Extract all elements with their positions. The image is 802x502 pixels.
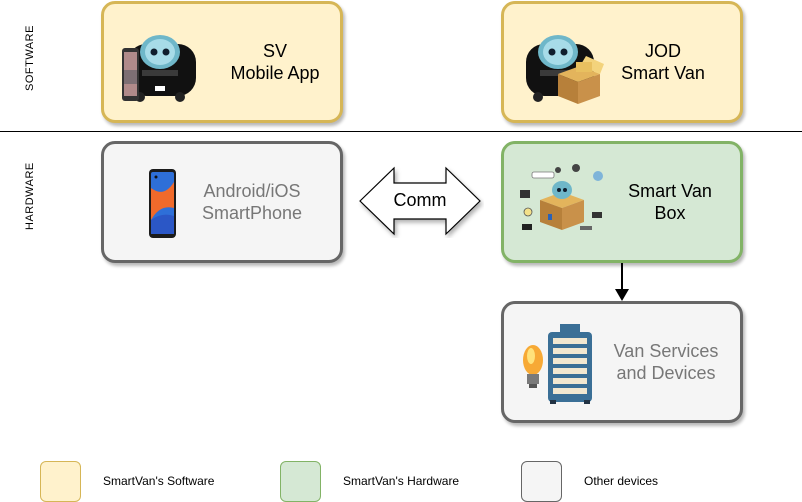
section-divider	[0, 131, 802, 132]
sv-mobile-app-line2: Mobile App	[230, 63, 320, 83]
down-arrow-icon	[614, 263, 630, 303]
smart-van-box-line1: Smart Van	[628, 181, 712, 201]
sv-mobile-app-line1: SV	[262, 41, 287, 61]
legend-other-swatch	[521, 461, 562, 502]
legend-other-label: Other devices	[584, 474, 659, 488]
jod-smart-van-line1: JOD	[645, 41, 681, 61]
smartphone-line2: SmartPhone	[201, 203, 303, 223]
smart-van-box-line2: Box	[654, 203, 686, 223]
smartphone-icon	[148, 168, 178, 240]
legend-hardware-swatch	[280, 461, 321, 502]
van-services-line1: Van Services	[613, 341, 719, 361]
van-robot-phone-icon	[120, 26, 200, 106]
jod-smart-van-node[interactable]: JOD Smart Van	[501, 1, 743, 123]
smart-van-box-node[interactable]: Smart Van Box	[501, 141, 743, 263]
comm-label: Comm	[393, 190, 447, 210]
iot-box-icon	[518, 164, 608, 238]
comm-connector[interactable]: Comm	[358, 166, 484, 238]
software-section-label: SOFTWARE	[24, 25, 36, 91]
jod-smart-van-label: JOD Smart Van	[600, 4, 726, 120]
smartphone-node[interactable]: Android/iOS SmartPhone	[101, 141, 343, 263]
legend-software-swatch	[40, 461, 81, 502]
bulb-and-rack-icon	[520, 322, 596, 404]
jod-smart-van-line2: Smart Van	[621, 63, 705, 83]
smartphone-line1: Android/iOS	[203, 181, 301, 201]
legend-hardware-label: SmartVan's Hardware	[343, 474, 460, 488]
van-services-node[interactable]: Van Services and Devices	[501, 301, 743, 423]
legend-software-label: SmartVan's Software	[103, 474, 215, 488]
sv-mobile-app-label: SV Mobile App	[210, 4, 340, 120]
sv-mobile-app-node[interactable]: SV Mobile App	[101, 1, 343, 123]
smartphone-label: Android/iOS SmartPhone	[188, 144, 316, 260]
hardware-section-label: HARDWARE	[24, 162, 36, 230]
van-services-line2: and Devices	[616, 363, 716, 383]
double-arrow-icon	[359, 166, 481, 236]
smart-van-box-label: Smart Van Box	[608, 144, 732, 260]
van-services-label: Van Services and Devices	[592, 304, 740, 420]
van-robot-box-icon	[522, 26, 604, 106]
